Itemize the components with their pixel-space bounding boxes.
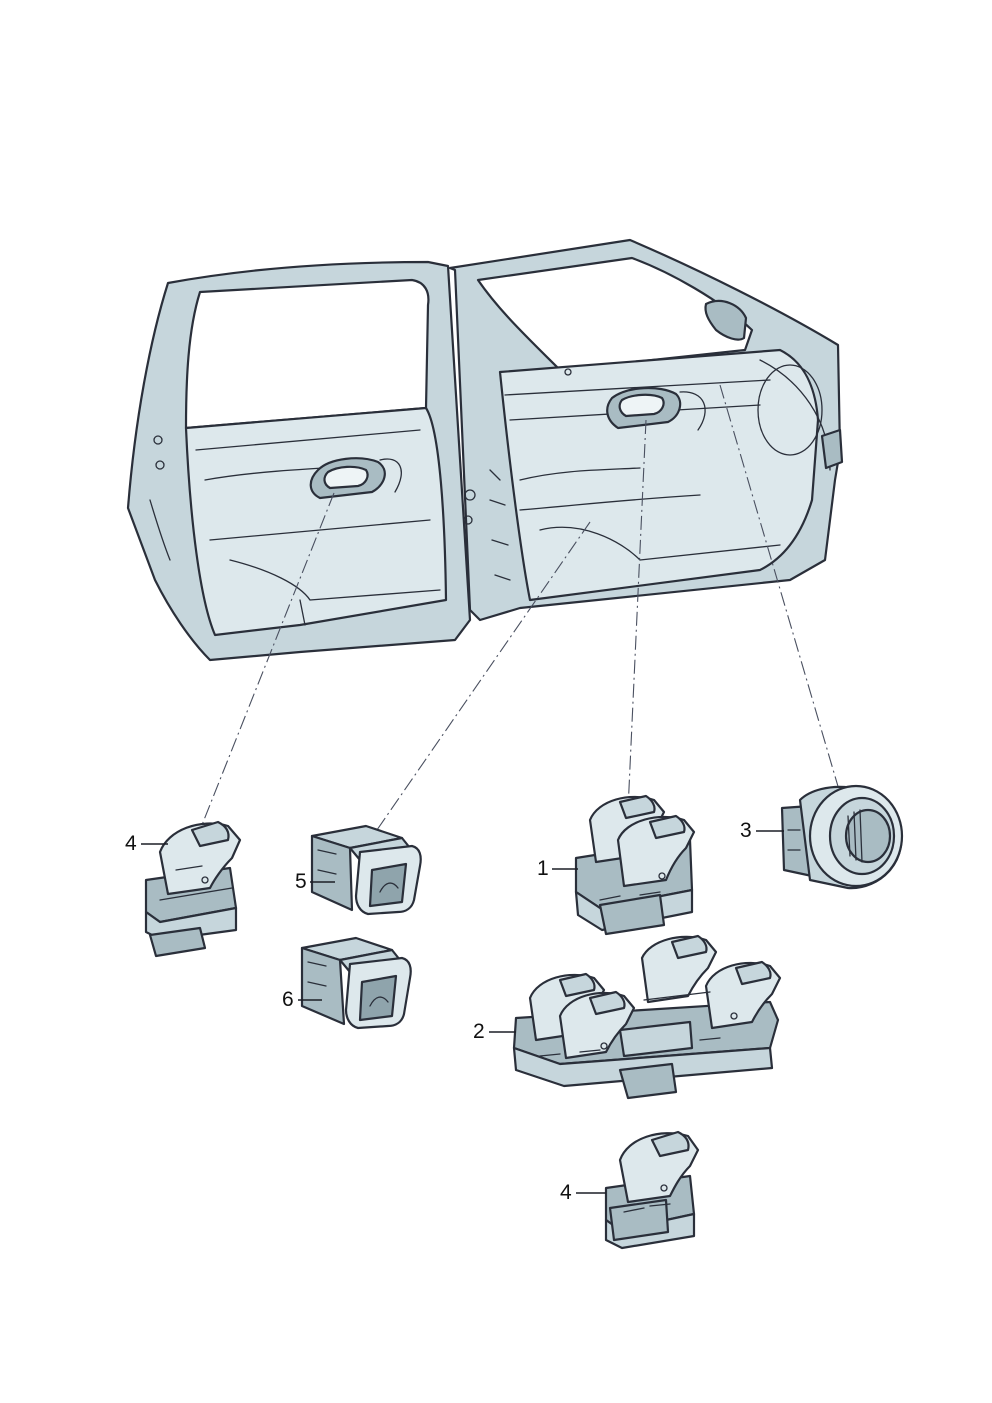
callout-4-left: 4 xyxy=(125,832,168,855)
rear-door-window xyxy=(184,278,430,430)
callout-label: 4 xyxy=(125,832,137,855)
front-door-speaker xyxy=(757,364,823,456)
callout-6: 6 xyxy=(282,988,322,1011)
front-door-striker xyxy=(820,428,844,470)
front-door-window xyxy=(476,256,754,372)
front-door-handle-recess xyxy=(618,393,665,418)
front-door-mirror xyxy=(704,299,748,341)
leader-lines xyxy=(197,384,843,841)
callout-3: 3 xyxy=(740,819,784,842)
callout-label: 6 xyxy=(282,988,294,1011)
callout-label: 2 xyxy=(473,1020,485,1043)
callout-1: 1 xyxy=(537,857,578,880)
double-window-switch-1 xyxy=(574,794,696,936)
callout-label: 4 xyxy=(560,1181,572,1204)
callouts: 4 5 6 1 2 3 4 xyxy=(125,819,784,1204)
single-window-switch-bottom xyxy=(604,1130,700,1250)
tailgate-button-5 xyxy=(310,824,422,916)
mirror-control-knob-3 xyxy=(780,784,904,890)
callout-label: 3 xyxy=(740,819,752,842)
single-window-switch-left xyxy=(144,820,242,958)
callout-label: 1 xyxy=(537,857,549,880)
master-window-switch-2 xyxy=(512,934,782,1100)
door-frame-assembly xyxy=(126,238,844,662)
tailgate-button-6 xyxy=(300,936,412,1030)
callout-4-bottom: 4 xyxy=(560,1181,606,1204)
rear-door-handle-recess xyxy=(323,465,369,490)
callout-5: 5 xyxy=(295,870,335,893)
callout-label: 5 xyxy=(295,870,307,893)
callout-2: 2 xyxy=(473,1020,516,1043)
